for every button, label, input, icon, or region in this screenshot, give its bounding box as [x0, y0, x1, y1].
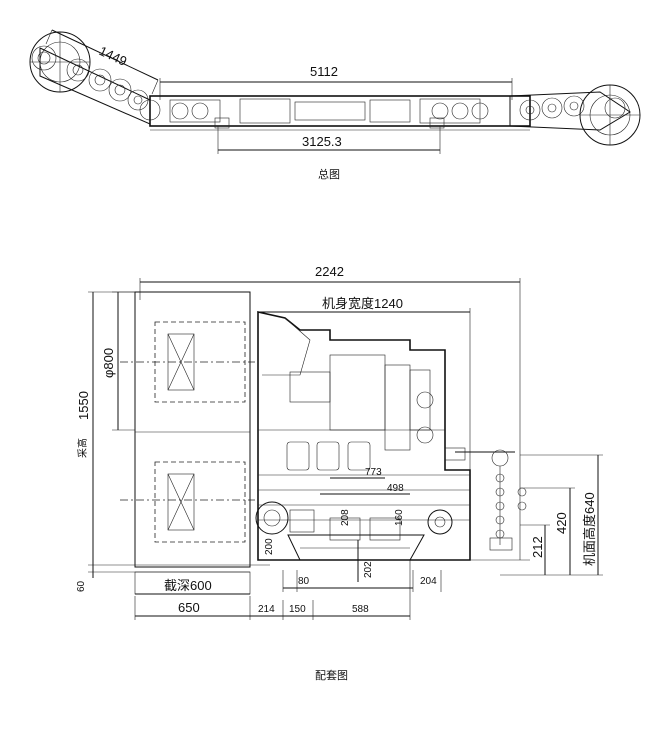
dim-650: 650 — [178, 600, 200, 615]
left-drum — [29, 31, 91, 93]
dim-150: 150 — [289, 604, 306, 615]
right-ranging-arm — [509, 91, 631, 131]
dim-total-length: 5112 — [310, 64, 338, 79]
dim-bottom-60: 60 — [76, 580, 87, 592]
dim-overall-width: 2242 — [315, 264, 344, 279]
dim-588: 588 — [352, 604, 369, 615]
dim-498: 498 — [387, 483, 404, 494]
dim-cut-height-label: 采高 — [76, 438, 89, 458]
side-view-caption: 配套图 — [315, 669, 348, 682]
right-drum — [579, 84, 641, 146]
dim-212: 212 — [530, 536, 545, 558]
dim-arm-length: 1449 — [97, 43, 130, 69]
left-ranging-arm — [39, 47, 161, 125]
shearer-body-top — [149, 95, 531, 131]
side-view: 2242 机身宽度1240 φ800 15 — [76, 264, 603, 682]
dim-cut-height: 1550 — [76, 391, 91, 420]
dim-200: 200 — [264, 538, 275, 555]
dim-214: 214 — [258, 604, 275, 615]
dim-202: 202 — [363, 561, 374, 578]
dim-machine-face-height: 机面高度640 — [582, 492, 597, 566]
dim-drum-diameter: φ800 — [101, 348, 116, 378]
dim-160: 160 — [394, 509, 405, 526]
dim-body-length: 3125.3 — [302, 134, 342, 149]
dim-208: 208 — [340, 509, 351, 526]
top-view-caption: 总图 — [318, 167, 340, 181]
top-view: 1449 5112 — [29, 29, 641, 181]
dim-cut-depth: 截深600 — [164, 578, 212, 593]
dim-420: 420 — [554, 512, 569, 534]
shearer-body-side — [255, 311, 471, 561]
dim-body-width: 机身宽度1240 — [322, 296, 403, 311]
dim-773: 773 — [365, 467, 382, 478]
cutting-zone — [120, 291, 255, 568]
dim-80: 80 — [298, 576, 310, 587]
right-conveyor — [444, 447, 530, 561]
dim-204: 204 — [420, 576, 437, 587]
